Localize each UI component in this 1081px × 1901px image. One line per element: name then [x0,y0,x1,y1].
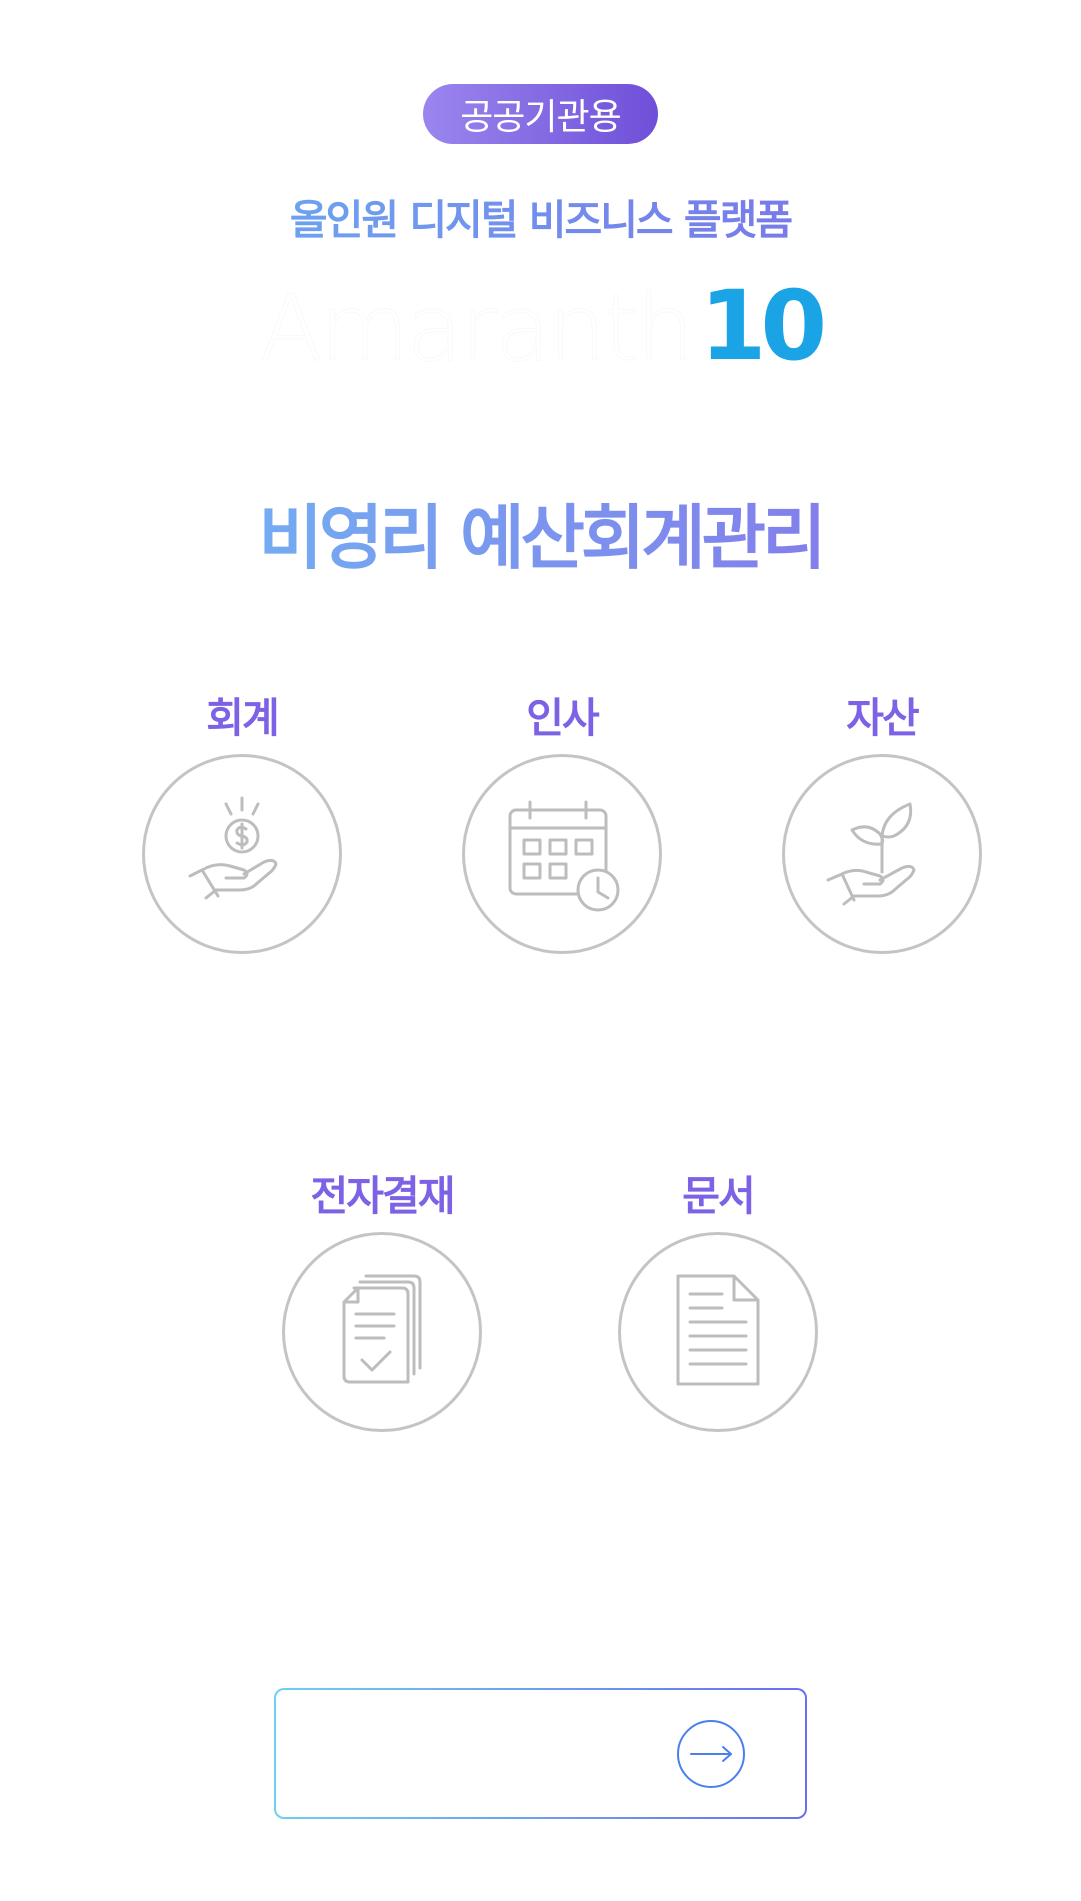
module-hr-circle[interactable] [462,754,662,954]
module-hr[interactable]: 인사 [452,690,672,954]
module-e-approval-circle[interactable] [282,1232,482,1432]
module-accounting-circle[interactable] [142,754,342,954]
document-icon [676,1274,760,1386]
module-label: 회계 [206,694,279,742]
module-label: 인사 [526,694,599,742]
module-label: 문서 [682,1172,755,1220]
brand-version: 10 [699,270,828,382]
go-button[interactable] [677,1720,745,1788]
approval-docs-icon [342,1274,422,1384]
money-hand-icon [188,796,278,900]
login-box-inner [276,1690,805,1817]
calendar-clock-icon [508,800,620,912]
login-box [274,1688,807,1819]
module-assets[interactable]: 자산 [772,690,992,954]
module-label: 전자결재 [310,1172,456,1220]
module-label: 자산 [846,694,919,742]
module-documents[interactable]: 문서 [608,1168,828,1432]
module-documents-circle[interactable] [618,1232,818,1432]
arrow-right-icon [690,1746,732,1762]
module-assets-circle[interactable] [782,754,982,954]
plant-hand-icon [826,802,916,906]
module-accounting[interactable]: 회계 [132,690,352,954]
module-e-approval[interactable]: 전자결재 [272,1168,492,1432]
product-title: 비영리 예산회계관리 [0,482,1081,583]
brand-name: Amaranth [259,275,695,383]
platform-subtitle: 올인원 디지털 비즈니스 플랫폼 [0,186,1081,246]
brand-logo: Amaranth10 [0,270,1081,382]
public-institution-badge: 공공기관용 [423,84,658,144]
badge-label: 공공기관용 [460,97,622,138]
